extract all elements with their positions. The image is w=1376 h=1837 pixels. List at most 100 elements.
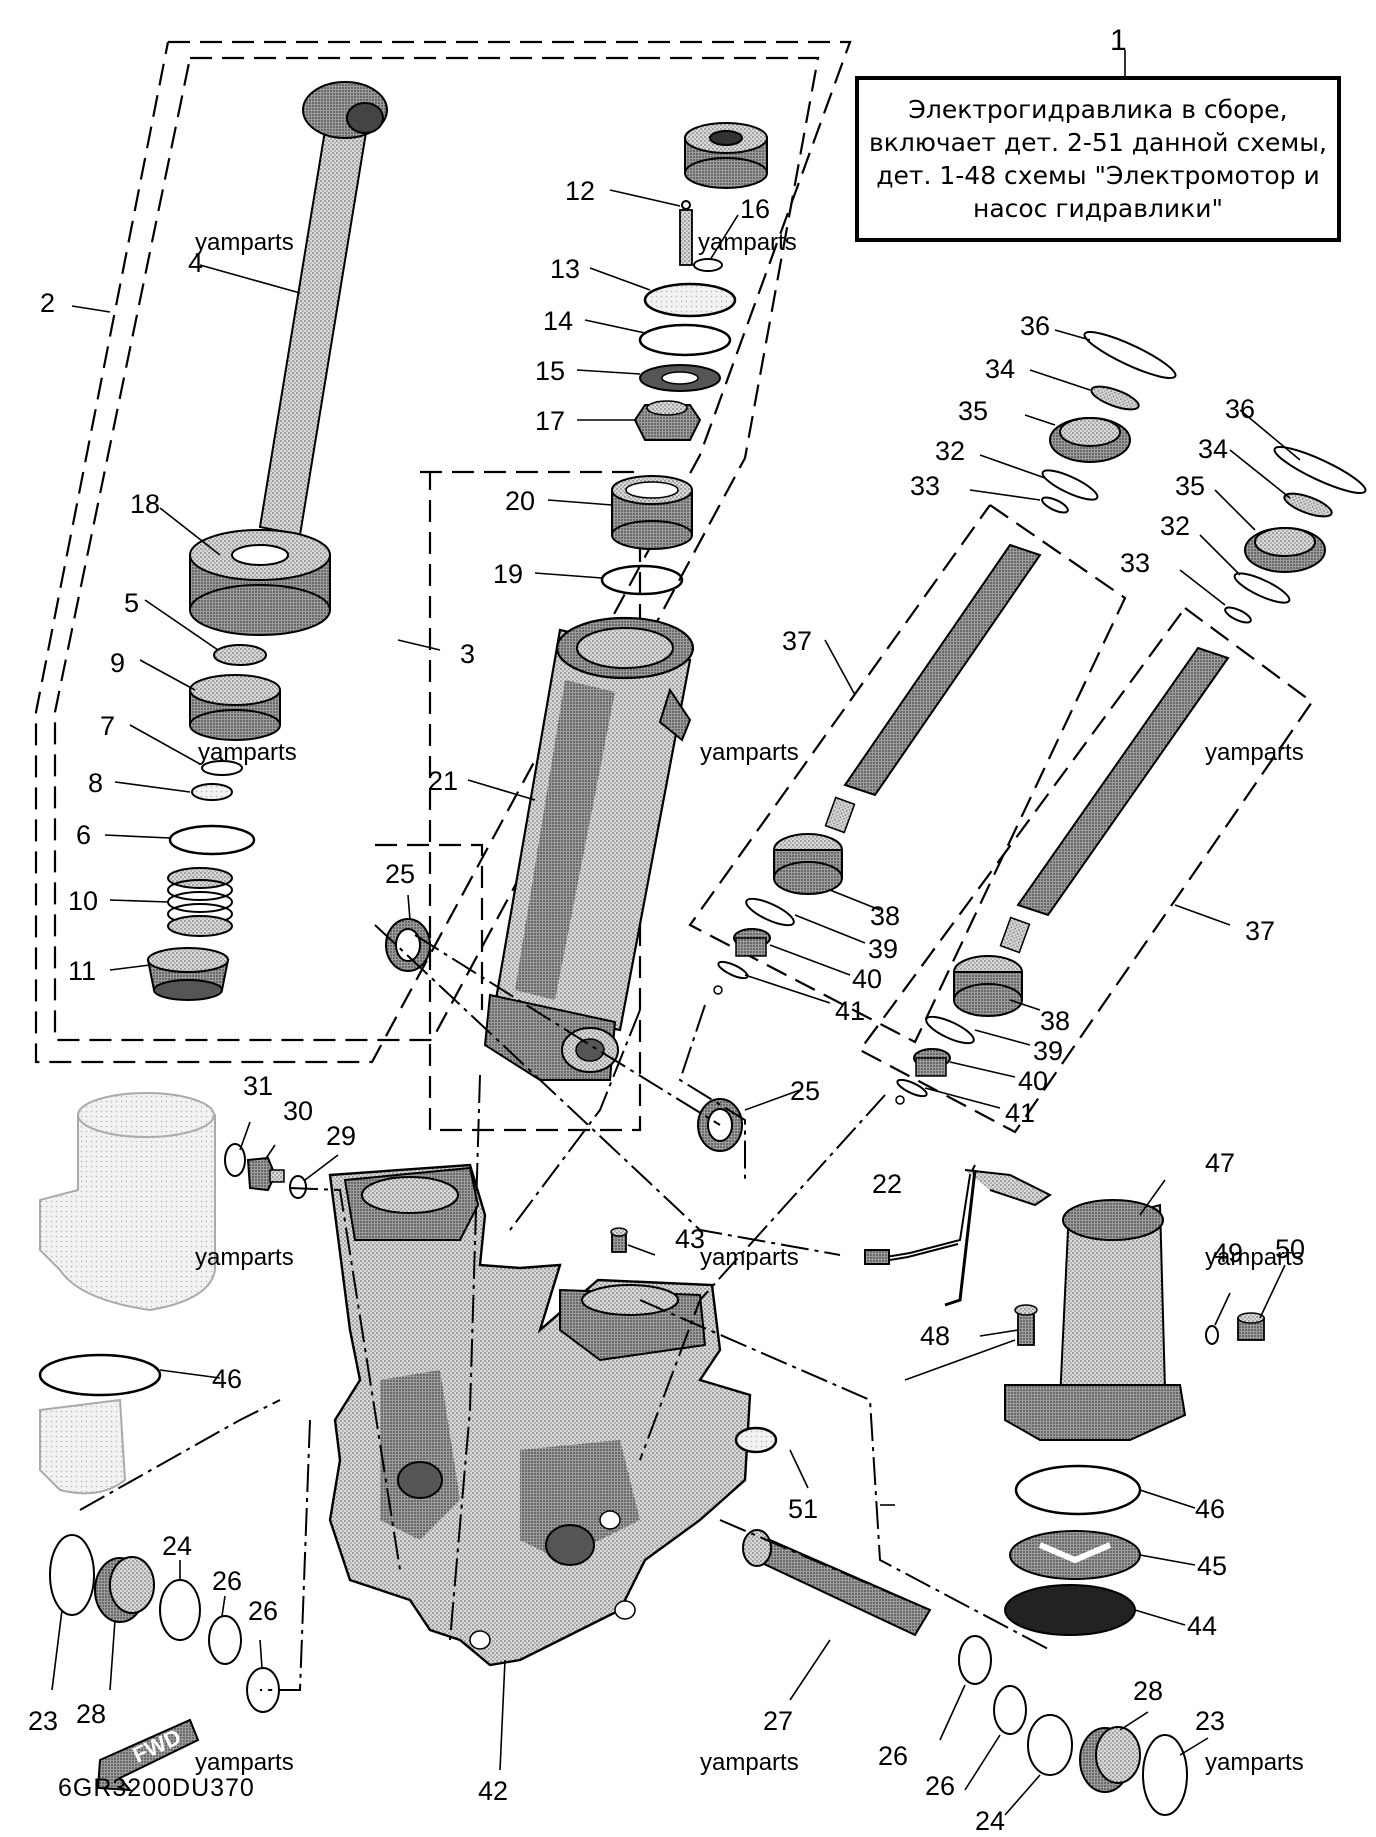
- part-20-bushing: [611, 475, 693, 550]
- leader-lines: [51, 50, 1301, 1816]
- part-24-oring-left: [159, 1579, 201, 1641]
- part-label-22: 22: [872, 1169, 902, 1199]
- part-label-25a: 25: [385, 859, 415, 889]
- part-label-9: 9: [110, 648, 125, 678]
- part-label-27: 27: [763, 1706, 793, 1736]
- part-23-clip-right: [1142, 1734, 1188, 1816]
- part-41-ring-b: [896, 1078, 928, 1098]
- part-label-44: 44: [1187, 1611, 1217, 1641]
- watermark-3: yamparts: [198, 739, 297, 766]
- assembly-callout-box: Электрогидравлика в сборе, включает дет.…: [855, 76, 1341, 242]
- part-28-plug-left: [94, 1556, 155, 1623]
- part-label-18: 18: [130, 489, 160, 519]
- part-19-oring: [600, 564, 684, 596]
- part-label-31: 31: [243, 1071, 273, 1101]
- part-40-valve-b: [913, 1048, 951, 1077]
- part-label-47: 47: [1205, 1148, 1235, 1178]
- part-label-26c: 26: [878, 1741, 908, 1771]
- part-label-28a: 28: [76, 1699, 106, 1729]
- part-30-plug: [246, 1156, 285, 1192]
- part-label-28b: 28: [1133, 1676, 1163, 1706]
- part-label-14: 14: [543, 306, 573, 336]
- outline-group-37-right: [858, 607, 1314, 1134]
- watermark-6: yamparts: [195, 1244, 294, 1271]
- top-stack-parts: [600, 122, 768, 596]
- part-12-pin: [679, 200, 693, 266]
- part-label-37a: 37: [782, 626, 812, 656]
- right-cylinders: [713, 331, 1367, 1105]
- part-38-piston-b: [953, 955, 1023, 1017]
- part-label-39a: 39: [868, 934, 898, 964]
- part-46-oring-right: [1014, 1464, 1142, 1516]
- centerlines: [79, 924, 1051, 1691]
- watermarks: yamparts yamparts yamparts yamparts yamp…: [195, 229, 1304, 1776]
- part-32-ring-a: [1041, 469, 1099, 501]
- outline-group-37-left: [688, 504, 1127, 1044]
- part-29-ring: [289, 1175, 307, 1199]
- part-label-16: 16: [740, 194, 770, 224]
- part-label-11: 11: [68, 956, 96, 986]
- part-label-26b: 26: [248, 1596, 278, 1626]
- part-48-bolt: [1014, 1304, 1038, 1346]
- part-40-valve-a: [733, 928, 771, 957]
- part-label-17: 17: [535, 406, 565, 436]
- part-37-rod-a: [843, 543, 1042, 797]
- watermark-11: yamparts: [1205, 1749, 1304, 1776]
- part-label-23a: 23: [28, 1706, 58, 1736]
- part-cap-top: [684, 122, 768, 189]
- part-45-gasket: [1009, 1530, 1141, 1580]
- part-10-spring: [167, 867, 233, 937]
- part-label-41b: 41: [1005, 1098, 1035, 1128]
- part-15-washer: [639, 364, 721, 392]
- part-label-7: 7: [100, 711, 115, 741]
- part-label-36b: 36: [1225, 394, 1255, 424]
- part-32-ring-b: [1233, 572, 1291, 604]
- watermark-2: yamparts: [698, 229, 797, 256]
- part-26-ring-right-b: [993, 1685, 1027, 1735]
- part-8-ring: [191, 783, 233, 801]
- part-13-ring: [643, 282, 737, 318]
- part-31-clip: [224, 1143, 246, 1177]
- part-label-35a: 35: [958, 396, 988, 426]
- part-25-bush-left: [385, 918, 431, 972]
- part-label-21: 21: [428, 766, 458, 796]
- part-label-12: 12: [565, 176, 595, 206]
- part-label-48: 48: [920, 1321, 950, 1351]
- part-label-30: 30: [283, 1096, 313, 1126]
- part-16-ring: [693, 258, 723, 272]
- outline-group-25: [375, 843, 484, 1010]
- diagram-code: 6GR3200DU370: [58, 1774, 255, 1802]
- part-label-20: 20: [505, 486, 535, 516]
- part-26-ring-left-a: [208, 1615, 242, 1665]
- outline-group-3: [420, 470, 642, 1132]
- part-label-26a: 26: [212, 1566, 242, 1596]
- part-label-10: 10: [68, 886, 98, 916]
- part-label-25b: 25: [790, 1076, 820, 1106]
- part-26-ring-left-b: [246, 1667, 280, 1713]
- part-label-45: 45: [1197, 1551, 1227, 1581]
- part-number-labels-repeat: 25 26 26 26 24 28 23 32 33 34 35 36 37 3…: [248, 394, 1275, 1836]
- part-35-plug-b: [1244, 527, 1326, 573]
- part-37-rod-b: [1016, 646, 1230, 917]
- part-22-sensor-wire: [864, 1164, 1052, 1307]
- callout-number: 1: [1110, 24, 1127, 57]
- part-label-4: 4: [188, 248, 203, 278]
- left-stack-parts: [146, 529, 331, 1001]
- part-5-ring: [213, 644, 267, 666]
- outline-group-2-inner: [53, 56, 820, 1042]
- callout-line-3: дет. 1-48 схемы "Электромотор и: [876, 161, 1320, 190]
- part-26-ring-right-a: [958, 1635, 992, 1685]
- part-18-cap: [189, 529, 331, 636]
- part-label-2: 2: [40, 288, 55, 318]
- part-label-40a: 40: [852, 964, 882, 994]
- fwd-arrow-icon: [96, 1718, 200, 1792]
- part-39-ring-a: [745, 897, 795, 927]
- part-23-clip-left: [49, 1534, 95, 1616]
- part-label-41a: 41: [835, 996, 865, 1026]
- watermark-4: yamparts: [700, 739, 799, 766]
- part-50-plug: [1237, 1312, 1265, 1341]
- part-34-washer-a: [1090, 385, 1140, 411]
- part-label-37b: 37: [1245, 916, 1275, 946]
